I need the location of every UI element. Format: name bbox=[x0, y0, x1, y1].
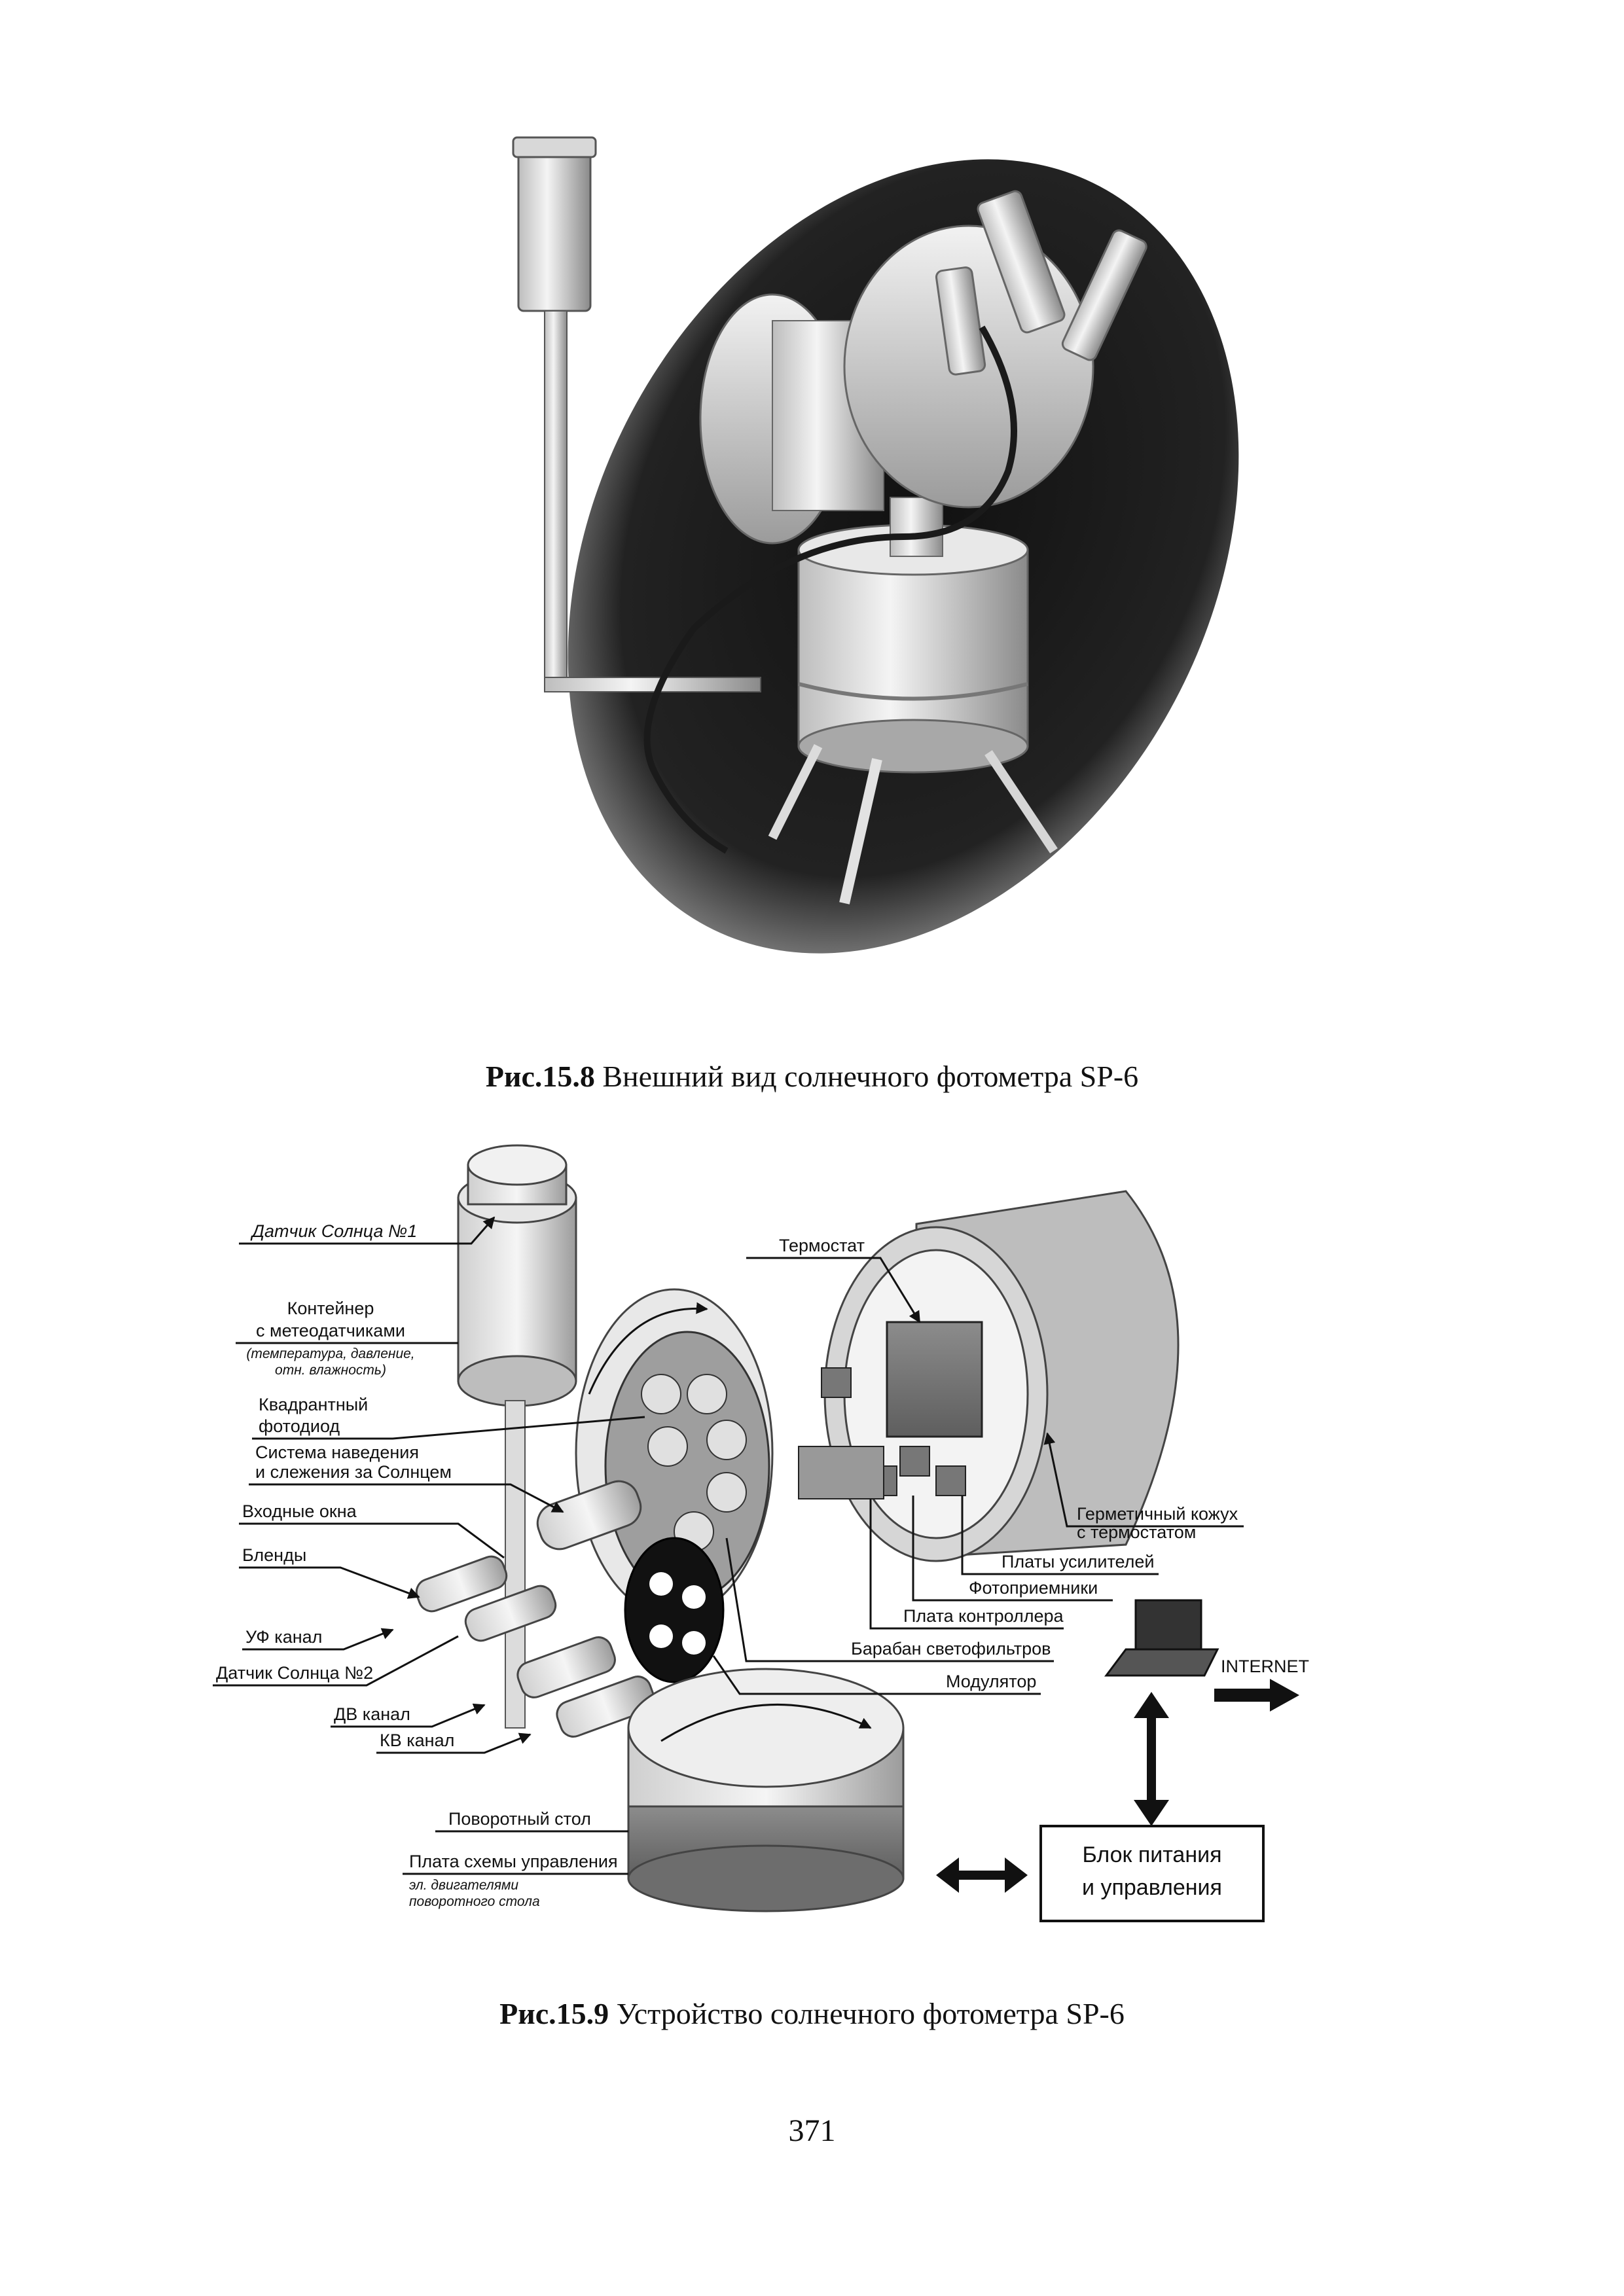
label-kv-channel: КВ канал bbox=[380, 1731, 454, 1750]
internet-arrow bbox=[1214, 1679, 1299, 1712]
laptop bbox=[1104, 1599, 1219, 1677]
photometer-schematic: Блок питания и управления Датчик Солнца … bbox=[213, 1144, 1309, 1922]
label-blends: Бленды bbox=[242, 1545, 306, 1565]
photometer-photo bbox=[512, 136, 1239, 954]
label-photodetectors: Фотоприемники bbox=[969, 1578, 1098, 1598]
label-container-2: с метеодатчиками bbox=[256, 1321, 405, 1340]
label-sun-sensor-1: Датчик Солнца №1 bbox=[250, 1221, 417, 1241]
label-housing-1: Герметичный кожух bbox=[1077, 1504, 1238, 1524]
modulator-disk bbox=[624, 1537, 725, 1683]
base-cylinder bbox=[797, 548, 1029, 747]
tripod-leg bbox=[768, 744, 823, 840]
label-guidance-2: и слежения за Солнцем bbox=[255, 1462, 452, 1482]
label-thermostat: Термостат bbox=[779, 1236, 865, 1255]
label-uv-channel: УФ канал bbox=[245, 1627, 322, 1647]
label-control-board-2: эл. двигателями bbox=[409, 1878, 518, 1893]
tripod-leg bbox=[984, 750, 1058, 853]
sun-sensor-tube bbox=[517, 139, 592, 312]
label-container-1: Контейнер bbox=[287, 1299, 374, 1318]
label-control-board-1: Плата схемы управления bbox=[409, 1852, 618, 1871]
label-filter-drum: Барабан светофильтров bbox=[851, 1639, 1051, 1659]
label-guidance-1: Система наведения bbox=[255, 1443, 419, 1462]
filter-drum bbox=[575, 1288, 774, 1618]
power-box-line2: и управления bbox=[1082, 1875, 1222, 1900]
thermostat-plate bbox=[886, 1321, 983, 1438]
meteo-container bbox=[457, 1144, 577, 1729]
amplifier-boards bbox=[798, 1367, 966, 1499]
label-control-board-3: поворотного стола bbox=[409, 1894, 540, 1909]
mast bbox=[544, 310, 568, 691]
label-quadrant-2: фотодиод bbox=[259, 1416, 340, 1436]
mast-arm bbox=[544, 677, 761, 692]
channel-tubes bbox=[415, 1480, 655, 1738]
label-quadrant-1: Квадрантный bbox=[259, 1395, 368, 1414]
laptop-power-arrow bbox=[1134, 1692, 1169, 1826]
turntable-power-arrow bbox=[936, 1857, 1028, 1893]
page-number: 371 bbox=[788, 2113, 836, 2148]
cable bbox=[643, 325, 1017, 854]
figure-caption-15-8: Рис.15.8 Внешний вид солнечного фотометр… bbox=[485, 1060, 1139, 1093]
label-input-windows: Входные окна bbox=[242, 1501, 357, 1521]
tripod-leg bbox=[839, 758, 882, 905]
figure-caption-15-9: Рис.15.9 Устройство солнечного фотометра… bbox=[499, 1997, 1125, 2030]
label-internet: INTERNET bbox=[1221, 1657, 1309, 1676]
label-turntable: Поворотный стол bbox=[448, 1809, 591, 1829]
power-control-box bbox=[1039, 1825, 1265, 1922]
label-sun-sensor-2: Датчик Солнца №2 bbox=[216, 1663, 373, 1683]
label-modulator: Модулятор bbox=[946, 1672, 1036, 1691]
label-dv-channel: ДВ канал bbox=[334, 1704, 410, 1724]
turntable bbox=[627, 1668, 905, 1912]
label-controller-board: Плата контроллера bbox=[903, 1606, 1064, 1626]
label-container-4: отн. влажность) bbox=[275, 1363, 386, 1378]
power-box-line1: Блок питания bbox=[1082, 1842, 1221, 1867]
label-container-3: (температура, давление, bbox=[246, 1346, 414, 1361]
label-amp-boards: Платы усилителей bbox=[1001, 1552, 1155, 1571]
